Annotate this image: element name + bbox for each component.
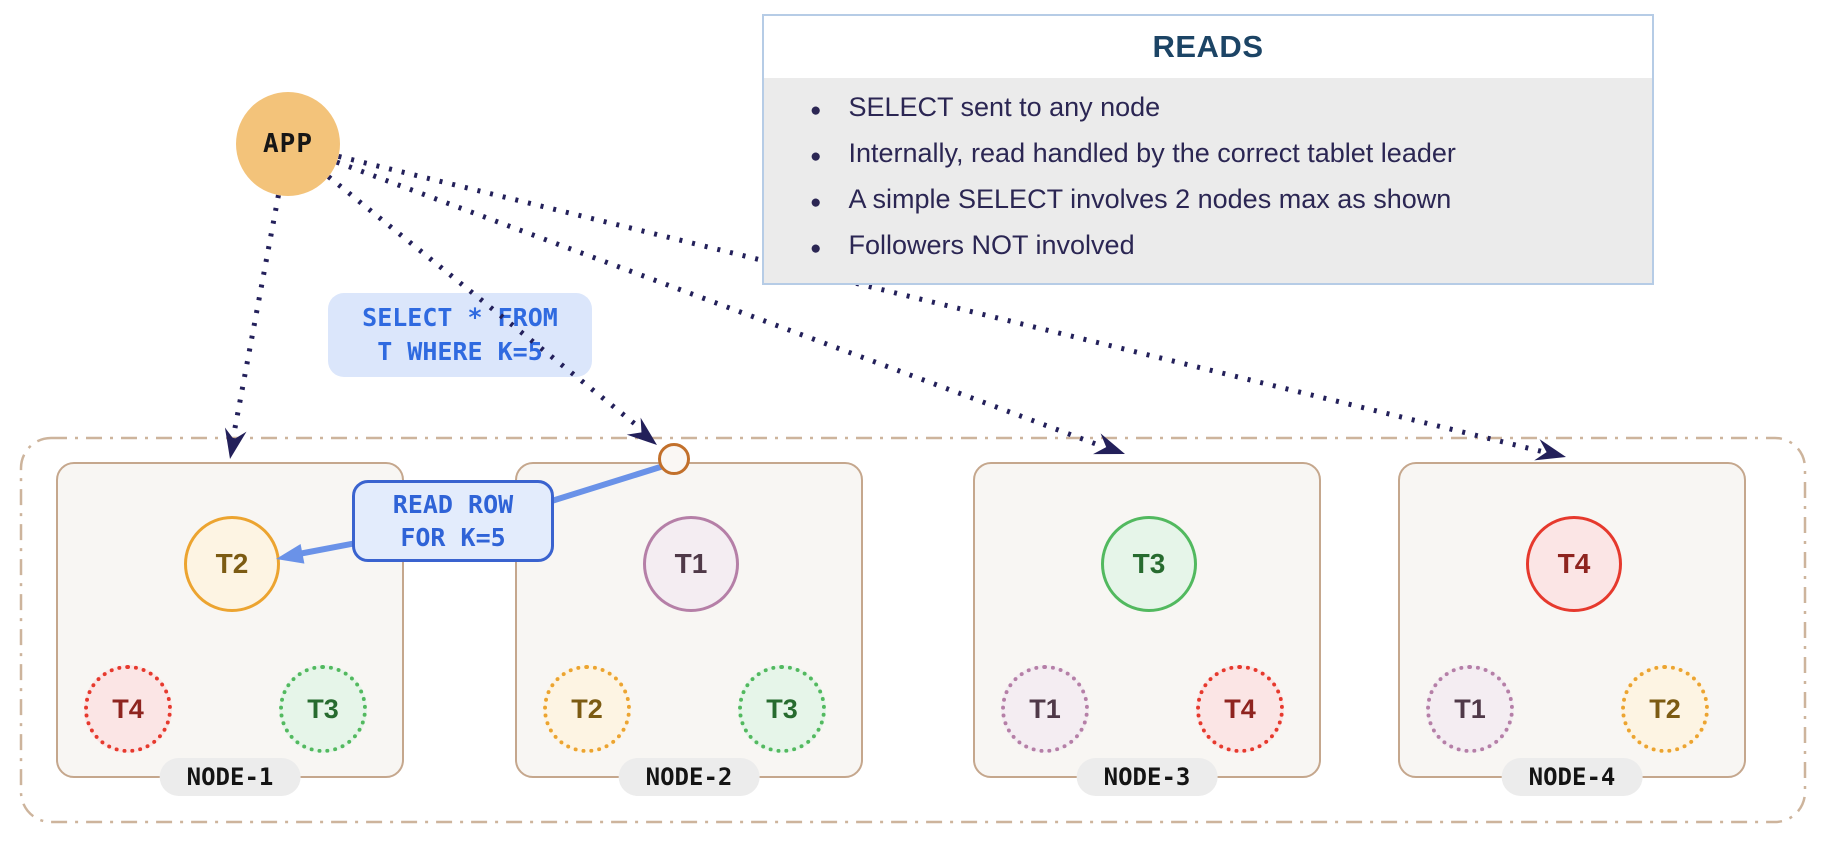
tablet-label: T3 [766, 693, 798, 724]
dotted-arrowheads [224, 417, 1566, 461]
node-4-box: T4 T1 T2 NODE-4 [1398, 462, 1746, 796]
reads-panel-title: READS [764, 16, 1652, 78]
tablet-t3-follower: T3 [738, 665, 826, 753]
hop-entry-circle [658, 443, 690, 475]
tablet-label: T2 [215, 548, 249, 579]
reads-panel-body: ● SELECT sent to any node ● Internally, … [764, 78, 1652, 283]
app-node: APP [236, 92, 340, 196]
reads-bullet-item: ● A simple SELECT involves 2 nodes max a… [810, 178, 1636, 224]
bullet-icon: ● [810, 192, 822, 213]
node-2-label: NODE-2 [618, 758, 760, 796]
reads-bullet-item: ● Internally, read handled by the correc… [810, 132, 1636, 178]
tablet-t3-leader: T3 [1101, 516, 1197, 612]
tablet-t2-follower: T2 [543, 665, 631, 753]
node-1-label: NODE-1 [159, 758, 301, 796]
tablet-label: T4 [1224, 693, 1256, 724]
node-3-label: NODE-3 [1076, 758, 1218, 796]
tablet-t1-follower: T1 [1001, 665, 1089, 753]
node-3-box: T3 T1 T4 NODE-3 [973, 462, 1321, 796]
tablet-t2-follower: T2 [1621, 665, 1709, 753]
tablet-t2-leader: T2 [184, 516, 280, 612]
tablet-t4-follower: T4 [84, 665, 172, 753]
tablet-t1-follower: T1 [1426, 665, 1514, 753]
dotted-request-arrows [229, 141, 1545, 455]
tablet-t4-leader: T4 [1526, 516, 1622, 612]
bullet-icon: ● [810, 100, 822, 121]
tablet-label: T4 [1557, 548, 1591, 579]
internal-read-arrowhead [276, 544, 305, 564]
tablet-t3-follower: T3 [279, 665, 367, 753]
tablet-t4-follower: T4 [1196, 665, 1284, 753]
node-2-box: T1 T2 T3 NODE-2 [515, 462, 863, 796]
tablet-label: T2 [571, 693, 603, 724]
read-row-label: READ ROW FOR K=5 [352, 480, 554, 562]
tablet-t1-leader: T1 [643, 516, 739, 612]
bullet-text: SELECT sent to any node [848, 92, 1161, 122]
tablet-label: T4 [112, 693, 144, 724]
reads-panel: READS ● SELECT sent to any node ● Intern… [762, 14, 1654, 285]
select-query-line1: SELECT * FROM [362, 303, 558, 332]
node-1-box: T2 T4 T3 NODE-1 [56, 462, 404, 796]
bullet-text: Followers NOT involved [848, 230, 1135, 260]
app-label: APP [263, 129, 313, 159]
bullet-icon: ● [810, 238, 822, 259]
node-4-label: NODE-4 [1501, 758, 1643, 796]
read-row-line2: FOR K=5 [400, 523, 506, 552]
tablet-label: T3 [1132, 548, 1166, 579]
tablet-label: T3 [307, 693, 339, 724]
read-row-line1: READ ROW [392, 490, 514, 519]
select-query-label: SELECT * FROM T WHERE K=5 [328, 293, 592, 377]
bullet-text: A simple SELECT involves 2 nodes max as … [848, 184, 1452, 214]
tablet-label: T2 [1649, 693, 1681, 724]
bullet-text: Internally, read handled by the correct … [848, 138, 1456, 168]
tablet-label: T1 [1454, 693, 1486, 724]
reads-bullet-item: ● SELECT sent to any node [810, 86, 1636, 132]
tablet-label: T1 [674, 548, 708, 579]
select-query-line2: T WHERE K=5 [377, 337, 543, 366]
reads-bullet-item: ● Followers NOT involved [810, 224, 1636, 270]
bullet-icon: ● [810, 146, 822, 167]
tablet-label: T1 [1029, 693, 1061, 724]
